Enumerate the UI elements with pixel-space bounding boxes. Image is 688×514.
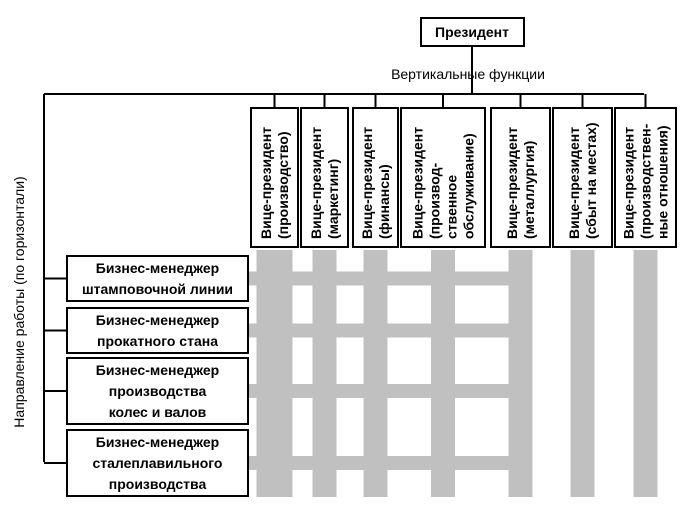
vice-president-box: Вице-президент(финансы): [352, 107, 399, 248]
vice-president-box: Вице-президент(производство): [250, 107, 299, 248]
vice-president-label: Вице-президент(сбыт на местах): [566, 122, 599, 239]
vice-president-box: Вице-президент(маркетинг): [300, 107, 349, 248]
horizontal-direction-label: Направление работы (по горизонтали): [11, 176, 27, 427]
vertical-functions-label: Вертикальные функции: [391, 66, 545, 82]
bm-stems: [44, 277, 67, 464]
vertical-function-bar: [256, 250, 293, 497]
vice-president-box: Вице-президент(производствен-ные отношен…: [614, 107, 677, 248]
matrix-grid: [248, 250, 658, 497]
vice-president-label: Вице-президент(маркетинг): [308, 127, 341, 239]
horizontal-function-bar: [248, 384, 533, 398]
vice-president-box: Вице-президент(сбыт на местах): [552, 107, 613, 248]
vice-president-box: Вице-президент(металлургия): [490, 107, 551, 248]
vertical-function-bar: [431, 250, 455, 497]
vertical-function-bar: [633, 250, 658, 497]
vertical-function-bar: [363, 250, 388, 497]
vertical-function-bar: [312, 250, 337, 497]
president-box: Президент: [420, 17, 525, 47]
vp-stems: [273, 94, 647, 108]
horizontal-function-bar: [248, 456, 533, 470]
president-label: Президент: [435, 24, 509, 40]
vice-president-label: Вице-президент(производство): [258, 127, 291, 239]
vertical-function-bar: [508, 250, 533, 497]
vice-president-label: Вице-президент(финансы): [359, 127, 392, 239]
vice-president-boxes: Вице-президент(производство) Вице-президе…: [250, 107, 677, 248]
vice-president-label: Вице-президент(металлургия): [504, 127, 537, 239]
vertical-function-bar: [570, 250, 595, 497]
horizontal-function-bar: [248, 271, 533, 286]
vice-president-label: Вице-президент(производствен-ные отношен…: [621, 123, 671, 239]
vice-president-label: Вице-президент(производ-ственноеобслужив…: [410, 127, 477, 239]
horizontal-function-bar: [248, 323, 533, 338]
vice-president-box: Вице-президент(производ-ственноеобслужив…: [400, 107, 486, 248]
